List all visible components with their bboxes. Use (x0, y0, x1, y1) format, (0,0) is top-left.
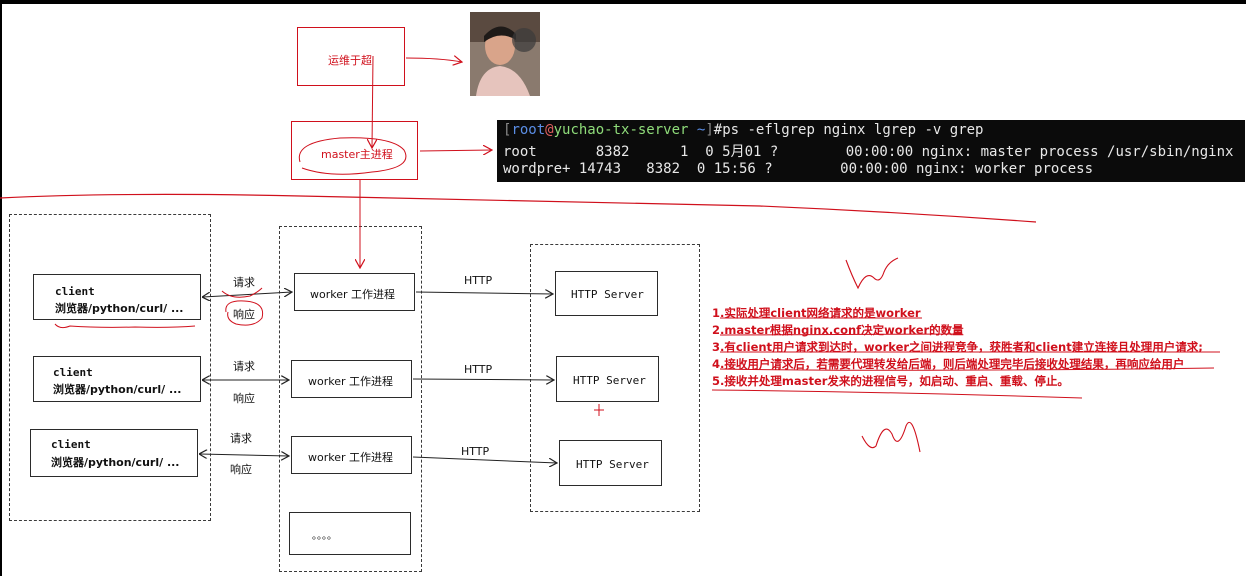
client-label: client (55, 285, 95, 298)
client-sublabel: 浏览器/python/curl/ ... (53, 383, 182, 396)
ops-person-box (297, 27, 405, 86)
zigzag-scribble (861, 421, 921, 453)
client-sublabel: 浏览器/python/curl/ ... (55, 302, 184, 315)
ops-master-arrow (372, 55, 373, 148)
master-circle (298, 137, 407, 175)
request-label: 请求 (233, 360, 255, 373)
worker-ellipsis-label: 。。。。 (312, 531, 337, 542)
terminal-worker-line: wordpre+ 14743 8382 0 15:56 ? 00:00:00 n… (503, 161, 1094, 177)
worker-label: worker 工作进程 (310, 288, 396, 301)
http-server-box (559, 440, 662, 486)
worker-box (291, 360, 412, 398)
terminal-prompt-line: [root@yuchao-tx-server ~]#ps -eflgrep ng… (503, 122, 984, 138)
worker-box (294, 273, 415, 311)
worker-box-ellipsis (289, 512, 411, 555)
worker-server-arrow (412, 379, 554, 380)
response-circle (225, 300, 264, 326)
note-underline (711, 389, 1083, 399)
note-line: 5.接收并处理master发来的进程信号，如启动、重启、重载、停止。 (712, 374, 1069, 388)
note-line: 2.master根据nginx.conf决定worker的数量 (712, 323, 964, 337)
response-label: 响应 (233, 392, 255, 405)
client-box (30, 429, 198, 477)
note-underline (719, 367, 1215, 371)
server-group (530, 244, 700, 512)
worker-server-arrow (415, 292, 553, 294)
note-line: 3.有client用户请求到达时，worker之间进程竞争，获胜者和client… (712, 340, 1203, 354)
ops-person-label: 运维于超 (328, 54, 372, 67)
prompt-host: yuchao-tx-server (553, 122, 689, 138)
client-box (33, 274, 201, 320)
master-process-label: master主进程 (321, 148, 393, 161)
http-server-label: HTTP Server (576, 458, 649, 471)
note-underline (719, 333, 963, 336)
prompt-user: root (511, 122, 546, 138)
checkmark-scribble (845, 257, 899, 290)
http-edge-label: HTTP (464, 274, 493, 287)
note-line: 1.实际处理client网络请求的是worker (712, 306, 921, 320)
client-box (33, 356, 201, 402)
prompt-at: @ (545, 122, 554, 138)
http-server-label: HTTP Server (573, 374, 646, 387)
client-label: client (53, 366, 93, 379)
client-label: client (51, 438, 91, 451)
client-underline (54, 323, 196, 329)
worker-box (291, 436, 412, 474)
worker-group (279, 226, 422, 572)
client-worker-arrow (203, 292, 292, 297)
terminal-master-line: root 8382 1 0 5月01 ? 00:00:00 nginx: mas… (503, 144, 1234, 160)
http-server-box (555, 271, 658, 316)
http-edge-label: HTTP (461, 445, 490, 458)
divider-stroke (0, 193, 1037, 223)
worker-label: worker 工作进程 (308, 375, 394, 388)
worker-server-arrow (412, 456, 557, 463)
worker-label: worker 工作进程 (308, 451, 394, 464)
cross-mark (594, 404, 604, 416)
client-sublabel: 浏览器/python/curl/ ... (51, 456, 180, 469)
http-server-box (556, 356, 659, 402)
note-line: 4.接收用户请求后，若需要代理转发给后端，则后端处理完毕后接收处理结果，再响应给… (712, 357, 1185, 371)
client-worker-arrow (200, 454, 289, 456)
http-server-label: HTTP Server (571, 288, 644, 301)
request-label: 请求 (230, 432, 252, 445)
request-mark (221, 287, 263, 298)
request-label: 请求 (233, 276, 255, 289)
terminal-command: #ps -eflgrep nginx lgrep -v grep (713, 122, 984, 138)
master-process-box (291, 121, 418, 180)
person-photo (470, 12, 540, 96)
master-terminal-arrow (419, 150, 492, 151)
terminal-output: [root@yuchao-tx-server ~]#ps -eflgrep ng… (497, 120, 1245, 182)
response-label: 响应 (230, 463, 252, 476)
response-label: 响应 (233, 308, 255, 321)
client-group (9, 214, 211, 521)
prompt-tilde: ~ (696, 122, 706, 138)
http-edge-label: HTTP (464, 363, 493, 376)
ops-photo-arrow (405, 58, 462, 62)
